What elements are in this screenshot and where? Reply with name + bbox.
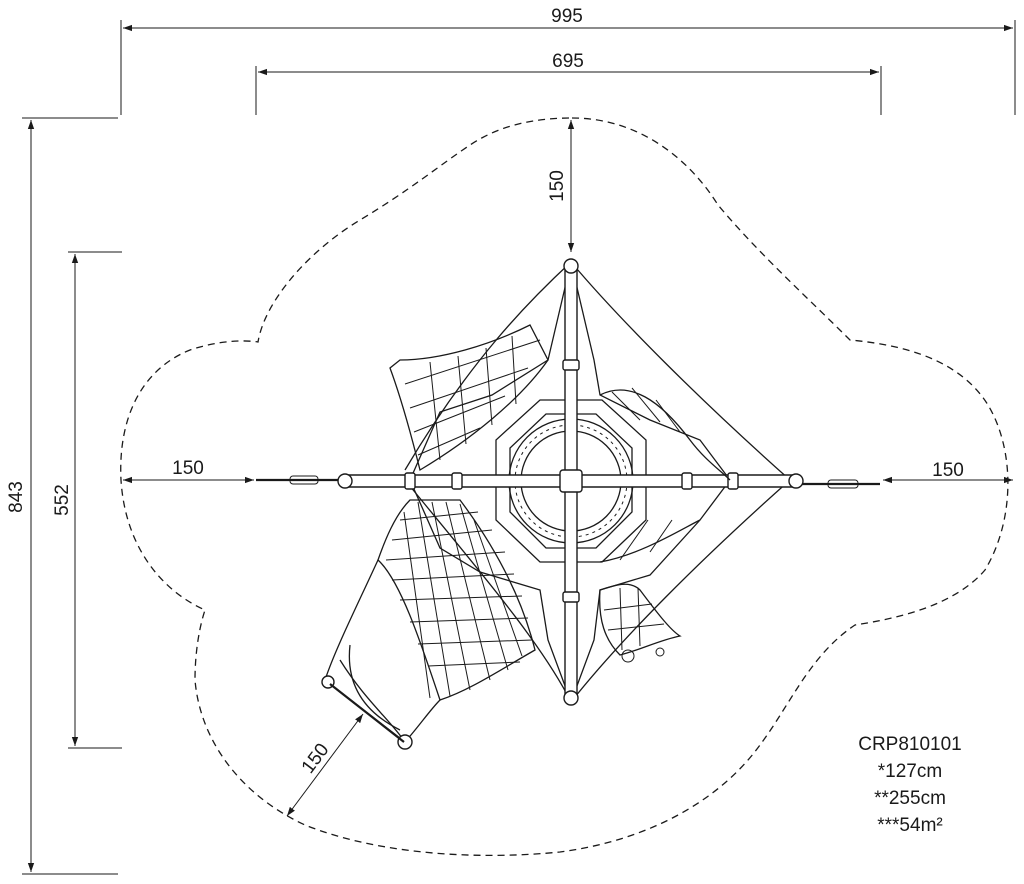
play-structure (256, 258, 880, 750)
net-lower-right (599, 583, 682, 663)
pipe-clamps (337, 258, 804, 706)
climbing-net-lower-left (377, 499, 536, 701)
spec-model-code: CRP810101 (858, 734, 962, 755)
spec-height-2: **255cm (874, 788, 946, 809)
spec-height-1: *127cm (878, 761, 942, 782)
dimension-overall-height: 843 (6, 117, 118, 875)
dim-label-structure-height: 552 (52, 484, 73, 516)
dimension-clearance-top: 150 (547, 120, 575, 252)
dimension-clearance-bottom-left: 150 (286, 713, 364, 817)
dim-label-clearance-top: 150 (547, 170, 568, 202)
dim-label-clearance-bottom-left: 150 (298, 740, 334, 778)
anchor-cables (256, 475, 880, 489)
dimension-overall-width: 995 (120, 6, 1016, 115)
rope-segments-right (599, 387, 731, 563)
dim-label-structure-width: 695 (552, 51, 584, 72)
spec-area: ***54m² (877, 815, 942, 836)
dim-label-clearance-left: 150 (172, 458, 204, 479)
cargo-net-upper-left (389, 324, 549, 472)
dim-label-overall-height: 843 (6, 481, 27, 513)
dim-label-overall-width: 995 (551, 6, 583, 27)
dimension-structure-height: 552 (52, 251, 122, 749)
entry-frame-lower-left (321, 559, 441, 750)
dimension-clearance-left: 150 (123, 458, 254, 484)
dim-label-clearance-right: 150 (932, 460, 964, 481)
spec-block: CRP810101 *127cm **255cm ***54m² (858, 734, 962, 836)
dimension-structure-width: 695 (255, 51, 882, 115)
dimension-clearance-right: 150 (883, 460, 1013, 484)
safety-zone-boundary (120, 117, 1009, 857)
